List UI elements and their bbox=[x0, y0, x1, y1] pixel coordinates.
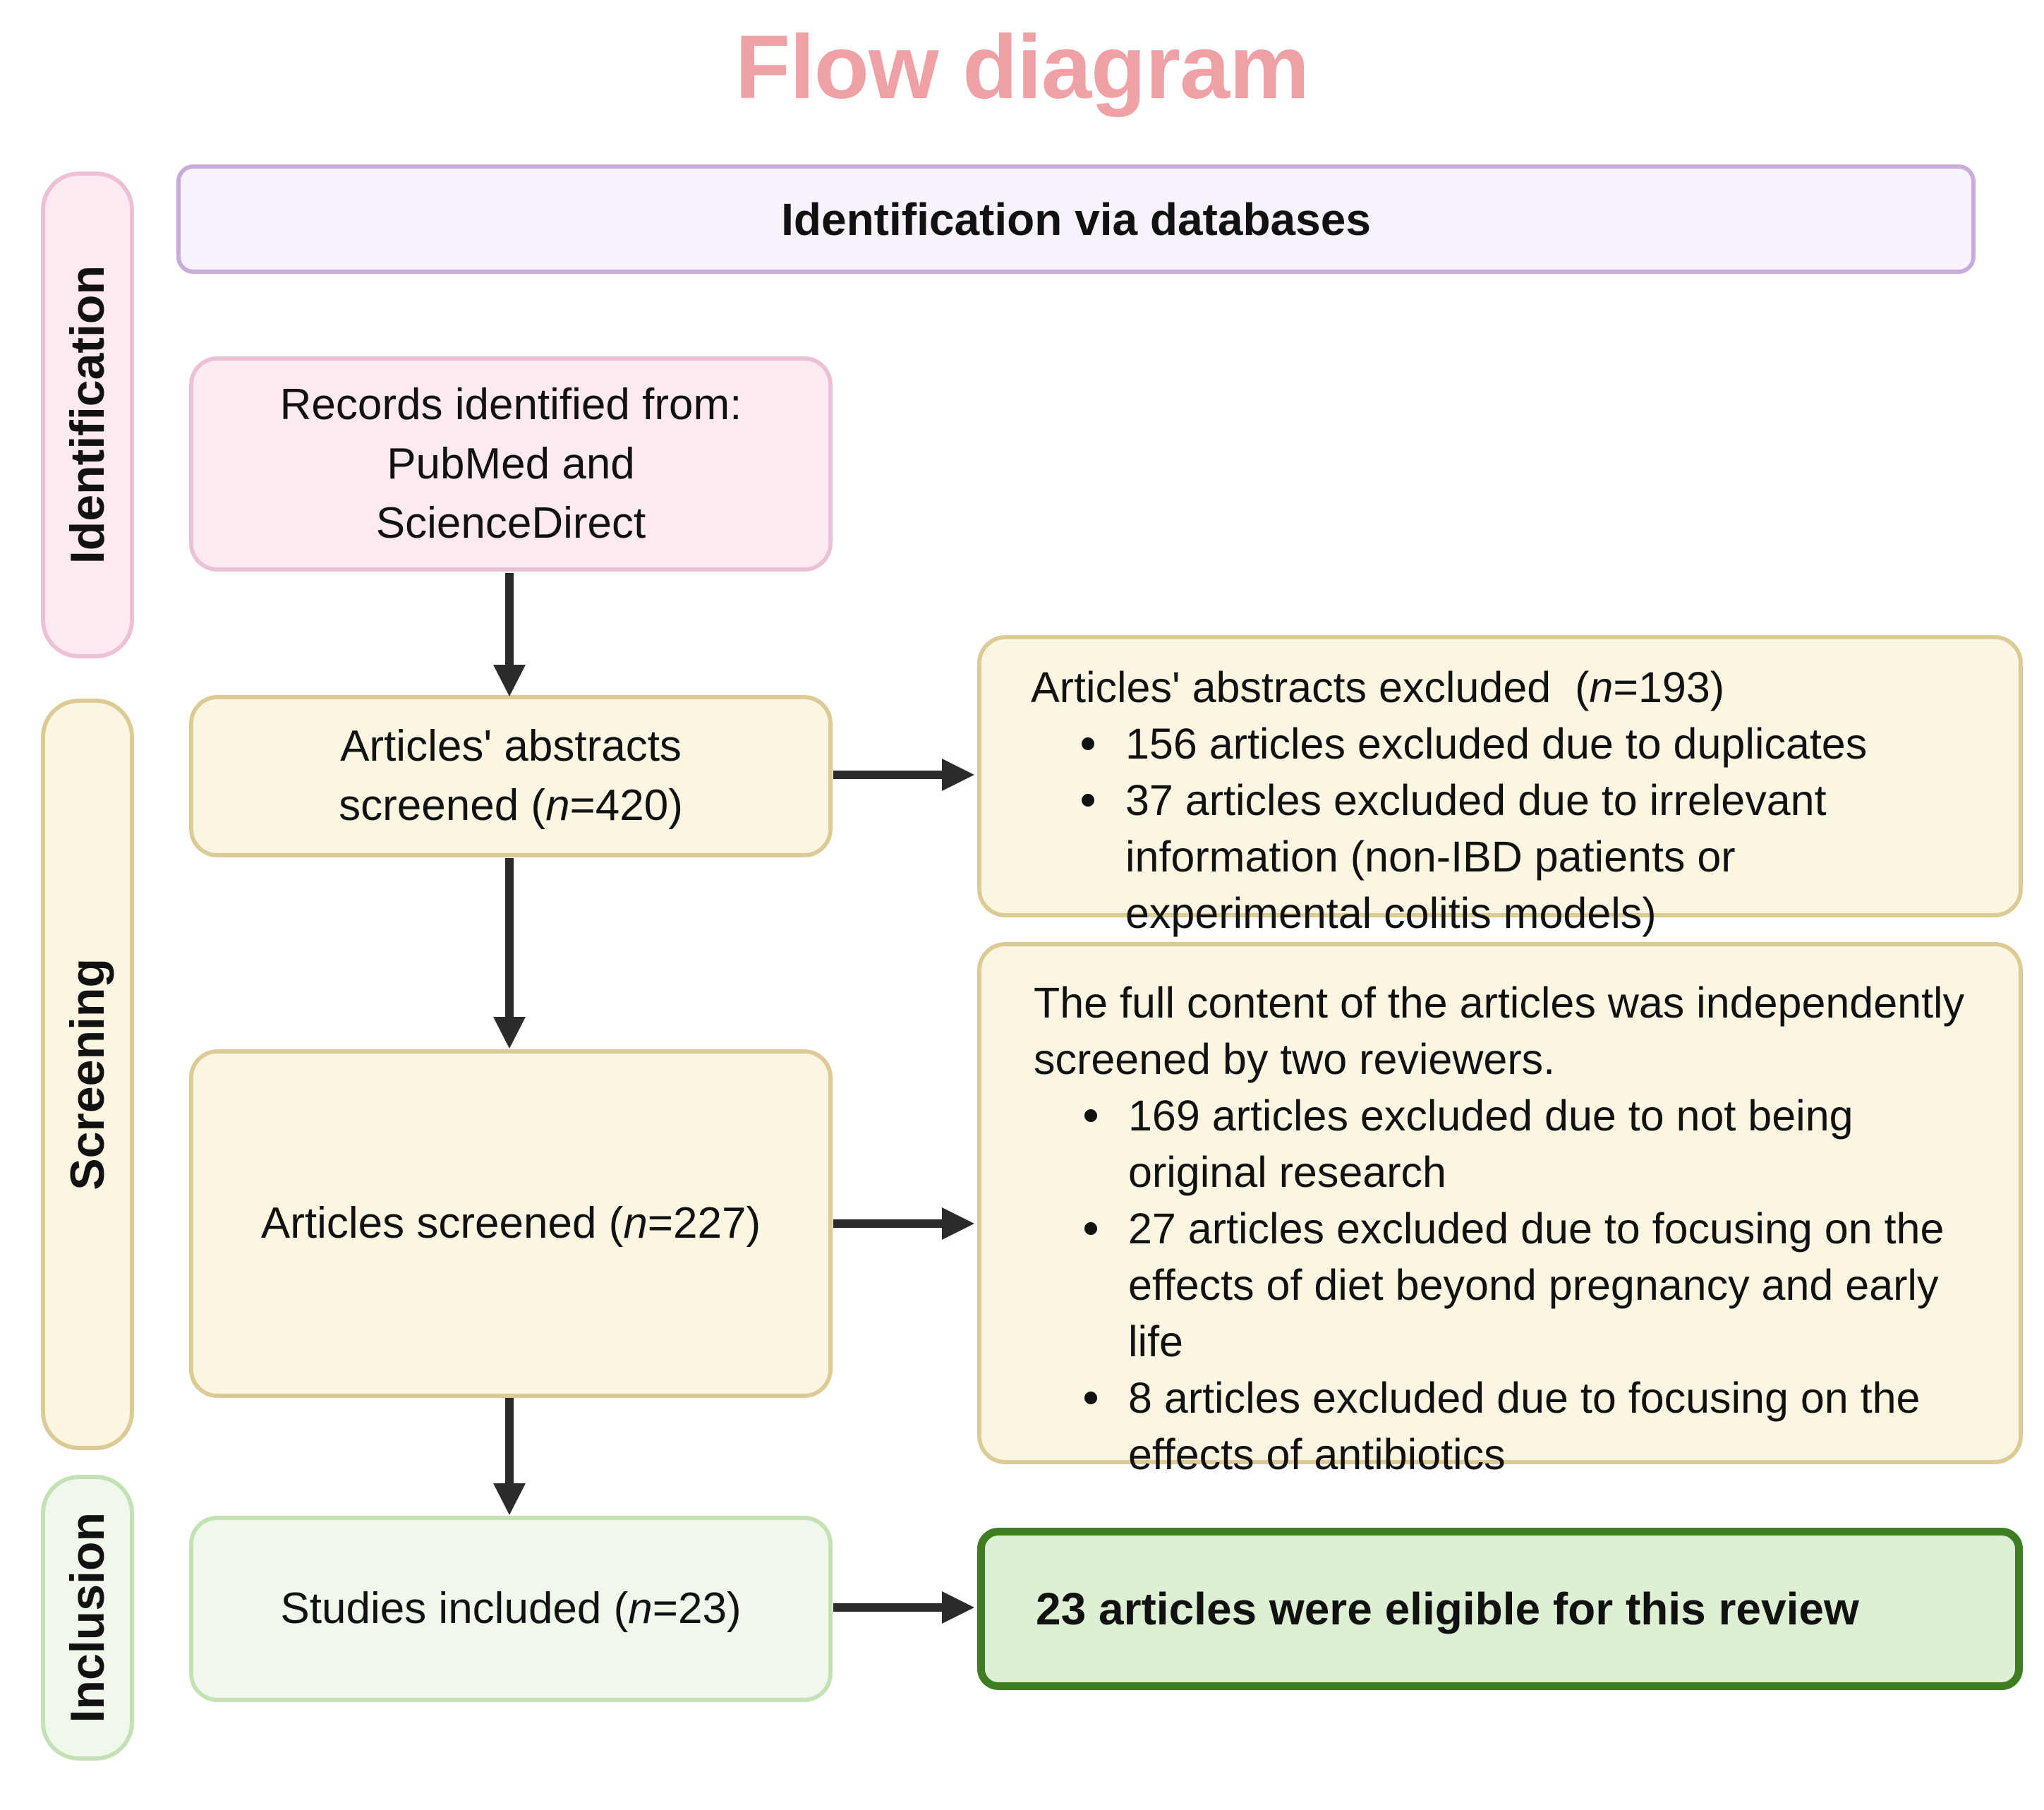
bullet-item: 27 articles excluded due to focusing on … bbox=[1077, 1200, 1983, 1370]
articles-screened-n: n bbox=[623, 1199, 648, 1248]
arrow-down-head-3 bbox=[493, 1483, 526, 1515]
arrow-right-included-to-eligible bbox=[833, 1603, 943, 1612]
records-line-3: ScienceDirect bbox=[375, 498, 646, 548]
abstracts-screened-line-1: Articles' abstracts bbox=[340, 722, 682, 771]
articles-screened-post: =227) bbox=[647, 1199, 761, 1248]
flow-box-abstracts-screened: Articles' abstracts screened (n=420) bbox=[189, 695, 833, 857]
articles-screened-line: Articles screened (n=227) bbox=[261, 1194, 761, 1253]
eligible-articles-text: 23 articles were eligible for this revie… bbox=[1036, 1583, 1859, 1634]
studies-included-pre: Studies included ( bbox=[280, 1584, 629, 1633]
arrow-down-screened-to-included bbox=[505, 1398, 514, 1485]
bullet-item: 8 articles excluded due to focusing on t… bbox=[1077, 1370, 1983, 1483]
studies-included-post: =23) bbox=[652, 1584, 742, 1633]
studies-included-line: Studies included (n=23) bbox=[280, 1579, 741, 1639]
articles-screened-pre: Articles screened ( bbox=[260, 1199, 624, 1248]
arrow-right-screened-to-full-content bbox=[833, 1219, 943, 1228]
full-content-header: The full content of the articles was ind… bbox=[1034, 979, 1977, 1083]
stage-label-inclusion: Inclusion bbox=[41, 1475, 134, 1761]
arrow-down-head-2 bbox=[493, 1017, 526, 1049]
arrow-right-abstracts-to-excluded bbox=[833, 771, 943, 779]
page-title: Flow diagram bbox=[735, 17, 1310, 118]
abstracts-screened-line-2: screened (n=420) bbox=[339, 776, 683, 835]
abstracts-excluded-header-post: =193) bbox=[1613, 663, 1725, 711]
flow-box-records-identified: Records identified from: PubMed and Scie… bbox=[189, 356, 833, 572]
side-box-eligible-articles: 23 articles were eligible for this revie… bbox=[977, 1528, 2023, 1690]
stage-label-identification: Identification bbox=[41, 171, 134, 658]
arrow-down-records-to-abstracts bbox=[505, 573, 514, 666]
flow-box-studies-included: Studies included (n=23) bbox=[189, 1516, 833, 1702]
arrow-right-head-3 bbox=[942, 1591, 974, 1624]
bullet-item: 37 articles excluded due to irrelevant i… bbox=[1075, 772, 1983, 941]
full-content-bullet-list: 169 articles excluded due to not being o… bbox=[1034, 1087, 1983, 1483]
records-line-2: PubMed and bbox=[387, 439, 635, 488]
arrow-right-head-1 bbox=[942, 759, 974, 791]
abstracts-excluded-header-n: n bbox=[1589, 663, 1614, 711]
abstracts-excluded-header: Articles' abstracts excluded (n=193) bbox=[1031, 659, 1983, 716]
flow-box-articles-screened: Articles screened (n=227) bbox=[189, 1049, 833, 1398]
arrow-down-head-1 bbox=[493, 665, 526, 696]
arrow-right-head-2 bbox=[942, 1207, 974, 1240]
bullet-item: 169 articles excluded due to not being o… bbox=[1077, 1087, 1983, 1200]
stage-label-screening-text: Screening bbox=[61, 958, 114, 1190]
stage-label-screening: Screening bbox=[41, 699, 134, 1450]
banner-label: Identification via databases bbox=[781, 193, 1371, 245]
records-line-1: Records identified from: bbox=[279, 380, 742, 429]
studies-included-n: n bbox=[628, 1584, 653, 1633]
side-box-full-content-screened: The full content of the articles was ind… bbox=[977, 942, 2023, 1478]
bullet-item: 156 articles excluded due to duplicates bbox=[1075, 716, 1983, 772]
abstracts-screened-post: =420) bbox=[569, 781, 683, 830]
stage-label-identification-text: Identification bbox=[61, 265, 114, 565]
abstracts-screened-pre: screened ( bbox=[339, 781, 546, 830]
arrow-down-abstracts-to-screened bbox=[505, 858, 514, 1019]
abstracts-screened-n: n bbox=[545, 781, 570, 830]
banner-identification-via-databases: Identification via databases bbox=[176, 164, 1976, 274]
stage-label-inclusion-text: Inclusion bbox=[61, 1512, 114, 1723]
side-box-abstracts-excluded: Articles' abstracts excluded (n=193) 156… bbox=[977, 635, 2023, 937]
abstracts-excluded-header-pre: Articles' abstracts excluded ( bbox=[1031, 663, 1590, 711]
abstracts-excluded-bullet-list: 156 articles excluded due to duplicates … bbox=[1031, 716, 1983, 941]
